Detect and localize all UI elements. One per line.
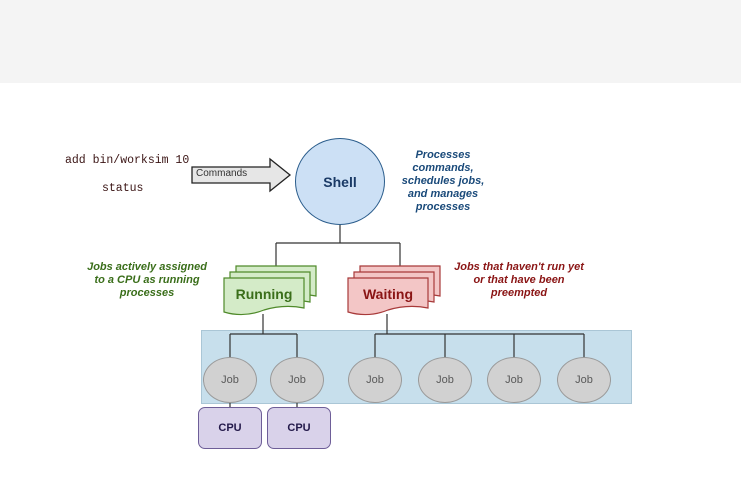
- commands-arrow-label: Commands: [196, 168, 248, 179]
- shell-note-line: Processes: [415, 149, 471, 161]
- waiting-queue-shape: [347, 265, 441, 316]
- job-node: Job: [557, 357, 611, 403]
- running-connectors: [229, 314, 298, 407]
- shell-note-line: schedules jobs,: [401, 175, 485, 187]
- cpu-node: CPU: [267, 407, 331, 449]
- shell-connectors: [275, 225, 401, 268]
- top-band: [0, 0, 741, 83]
- job-node: Job: [487, 357, 541, 403]
- shell-note: Processes commands, schedules jobs, and …: [398, 149, 488, 214]
- running-note-line: Jobs actively assigned: [87, 261, 207, 273]
- running-note: Jobs actively assigned to a CPU as runni…: [80, 261, 214, 300]
- shell-node: Shell: [295, 138, 385, 225]
- waiting-label: Waiting: [362, 286, 414, 302]
- waiting-connectors: [374, 314, 585, 357]
- shell-note-line: commands,: [412, 162, 474, 174]
- job-node: Job: [270, 357, 324, 403]
- command-status: status: [102, 182, 144, 195]
- waiting-note-line: or that have been: [473, 274, 565, 286]
- shell-note-line: and manages: [407, 188, 479, 200]
- commands-arrow: [191, 157, 292, 193]
- job-node: Job: [203, 357, 257, 403]
- cpu-node: CPU: [198, 407, 262, 449]
- running-queue-shape: [223, 265, 317, 316]
- job-node: Job: [418, 357, 472, 403]
- job-node: Job: [348, 357, 402, 403]
- waiting-note-line: Jobs that haven't run yet: [454, 261, 584, 273]
- shell-note-line: processes: [415, 201, 471, 213]
- command-add: add bin/worksim 10: [65, 154, 190, 167]
- running-note-line: to a CPU as running: [94, 274, 200, 286]
- waiting-note-line: preempted: [490, 287, 548, 299]
- running-label: Running: [235, 286, 293, 302]
- running-note-line: processes: [119, 287, 175, 299]
- waiting-note: Jobs that haven't run yet or that have b…: [446, 261, 592, 300]
